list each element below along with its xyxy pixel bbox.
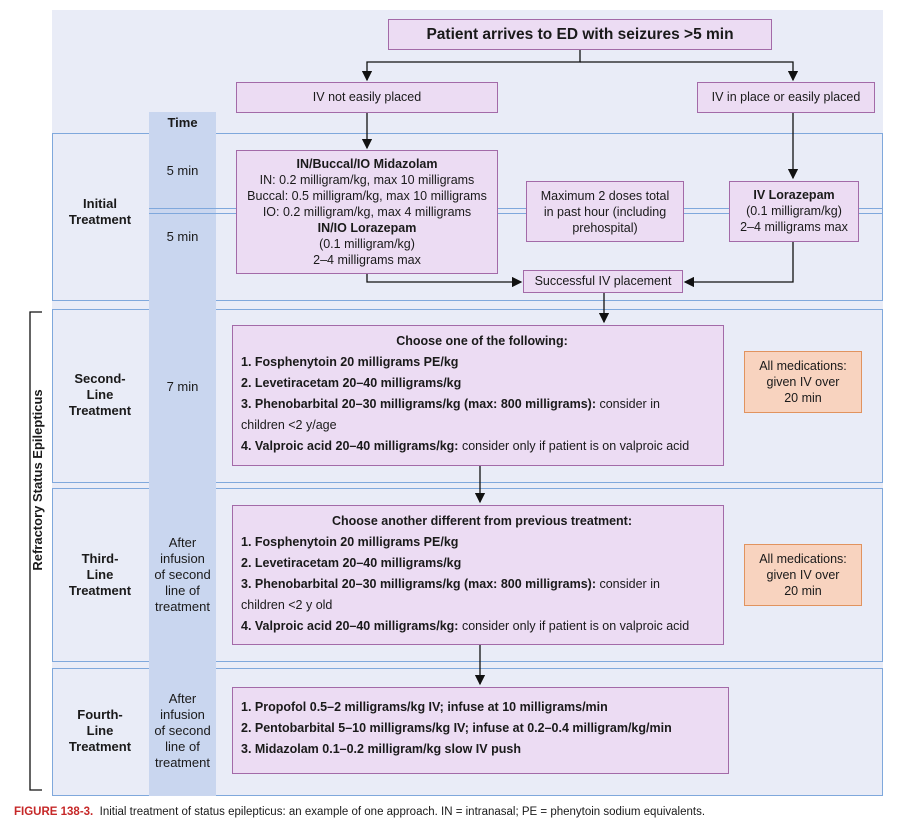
time-column [149,112,216,796]
list-item: 4. Valproic acid 20–40 milligrams/kg: co… [241,439,690,453]
list-item: 2. Pentobarbital 5–10 milligrams/kg IV; … [241,721,672,735]
third-line-heading: Choose another different from previous t… [331,514,633,528]
list-item: 3. Phenobarbital 20–30 milligrams/kg (ma… [241,577,660,591]
list-item: 2. Levetiracetam 20–40 milligrams/kg [241,556,462,570]
figure-caption: FIGURE 138-3. Initial treatment of statu… [14,806,706,818]
initial-time-1: 5 min [166,163,199,178]
list-item: children <2 y old [241,598,333,612]
lorazepam-iv-box: IV Lorazepam (0.1 milligram/kg) 2–4 mill… [729,181,859,242]
fourth-line-options-box: 1. Propofol 0.5–2 milligrams/kg IV; infu… [232,687,729,774]
list-item: 1. Propofol 0.5–2 milligrams/kg IV; infu… [241,700,608,714]
successful-iv-box: Successful IV placement [523,270,683,293]
list-item: 2. Levetiracetam 20–40 milligrams/kg [241,376,462,390]
refractory-label: Refractory Status Epilepticus [30,389,45,571]
time-header: Time [167,115,198,130]
list-item: 1. Fosphenytoin 20 milligrams PE/kg [241,355,459,369]
list-item: 3. Phenobarbital 20–30 milligrams/kg (ma… [241,397,660,411]
iv-placed-box: IV in place or easily placed [697,82,875,113]
initial-split-line [149,208,883,214]
iv-not-placed-box: IV not easily placed [236,82,498,113]
initial-time-2: 5 min [166,229,199,244]
list-item: children <2 y/age [241,418,337,432]
second-line-heading: Choose one of the following: [396,334,568,348]
max-doses-box: Maximum 2 doses total in past hour (incl… [526,181,684,242]
list-item: 3. Midazolam 0.1–0.2 milligram/kg slow I… [241,742,521,756]
third-line-options-box: Choose another different from previous t… [232,505,724,645]
second-line-time: 7 min [166,379,199,394]
second-line-options-box: Choose one of the following: 1. Fospheny… [232,325,724,466]
start-box: Patient arrives to ED with seizures >5 m… [388,19,772,50]
list-item: 4. Valproic acid 20–40 milligrams/kg: co… [241,619,690,633]
list-item: 1. Fosphenytoin 20 milligrams PE/kg [241,535,459,549]
midazolam-box: IN/Buccal/IO Midazolam IN: 0.2 milligram… [236,150,498,274]
